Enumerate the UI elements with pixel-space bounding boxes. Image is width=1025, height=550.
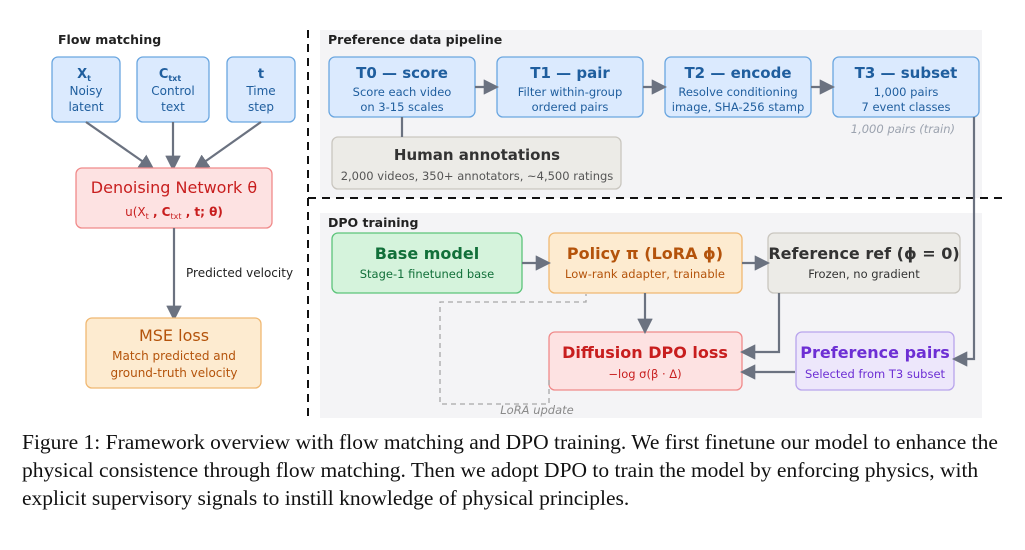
svg-text:Ctxt: Ctxt	[159, 67, 182, 83]
figure-caption: Figure 1: Framework overview with flow m…	[22, 430, 998, 510]
lora-update-label: LoRA update	[500, 403, 573, 417]
svg-text:Filter within-group: Filter within-group	[518, 85, 623, 99]
arrow-latent-to-network	[85, 121, 155, 170]
policy-lora: Policy π (LoRA ϕ) Low-rank adapter, trai…	[548, 232, 743, 294]
svg-text:ground-truth velocity: ground-truth velocity	[110, 366, 237, 380]
input-control-text: Ctxt Control text	[136, 56, 210, 123]
diffusion-dpo-loss: Diffusion DPO loss −log σ(β · Δ)	[548, 331, 743, 391]
svg-text:Match predicted and: Match predicted and	[112, 349, 236, 363]
svg-text:Noisy: Noisy	[69, 84, 102, 98]
dpo-title: DPO training	[328, 215, 418, 230]
svg-text:Frozen, no gradient: Frozen, no gradient	[808, 267, 920, 281]
svg-text:T0 — score: T0 — score	[356, 64, 448, 82]
arrow-time-to-network	[193, 121, 262, 170]
svg-text:Diffusion DPO loss: Diffusion DPO loss	[562, 343, 728, 362]
svg-text:Denoising Network θ: Denoising Network θ	[91, 178, 257, 197]
stage-t1-pair: T1 — pair Filter within-group ordered pa…	[496, 56, 644, 118]
svg-text:−log σ(β · Δ): −log σ(β · Δ)	[608, 367, 681, 381]
lora-update-loop	[439, 294, 587, 405]
svg-text:7 event classes: 7 event classes	[862, 100, 951, 114]
svg-text:latent: latent	[68, 100, 103, 114]
svg-text:Human annotations: Human annotations	[394, 146, 560, 164]
subset-note: 1,000 pairs (train)	[851, 122, 955, 136]
svg-text:Reference ref (ϕ = 0): Reference ref (ϕ = 0)	[768, 244, 959, 263]
stage-t0-score: T0 — score Score each video on 3-15 scal…	[328, 56, 476, 118]
svg-text:step: step	[248, 100, 274, 114]
arrow-reference-to-loss	[739, 293, 781, 360]
denoising-network: Denoising Network θ u(Xt , Ctxt , t; θ)	[75, 167, 273, 229]
arrow-t3-to-pairs	[951, 117, 976, 367]
svg-text:Resolve conditioning: Resolve conditioning	[678, 85, 797, 99]
svg-text:ordered pairs: ordered pairs	[532, 100, 609, 114]
svg-text:Stage-1 finetuned base: Stage-1 finetuned base	[360, 267, 495, 281]
svg-text:Base model: Base model	[375, 244, 479, 263]
human-annotations: Human annotations 2,000 videos, 350+ ann…	[331, 136, 622, 190]
svg-text:Xt: Xt	[77, 67, 91, 83]
svg-text:T1 — pair: T1 — pair	[530, 64, 610, 82]
framework-diagram: Flow matching Xt Noisy latent Ctxt Contr…	[51, 30, 1008, 420]
input-noisy-latent: Xt Noisy latent	[51, 56, 121, 123]
svg-text:image, SHA-256 stamp: image, SHA-256 stamp	[672, 100, 805, 114]
base-model: Base model Stage-1 finetuned base	[331, 232, 523, 294]
svg-text:Preference pairs: Preference pairs	[800, 343, 949, 362]
svg-text:Time: Time	[245, 84, 275, 98]
reference-model: Reference ref (ϕ = 0) Frozen, no gradien…	[767, 232, 961, 294]
svg-text:Score each video: Score each video	[353, 85, 452, 99]
stage-t2-encode: T2 — encode Resolve conditioning image, …	[664, 56, 812, 118]
svg-text:MSE loss: MSE loss	[139, 326, 209, 345]
svg-text:u(Xt , Ctxt , t; θ): u(Xt , Ctxt , t; θ)	[125, 205, 223, 221]
svg-text:Policy π (LoRA ϕ): Policy π (LoRA ϕ)	[567, 244, 723, 263]
input-time-step: t Time step	[226, 56, 296, 123]
svg-text:2,000 videos, 350+ annotators,: 2,000 videos, 350+ annotators, ~4,500 ra…	[341, 169, 614, 183]
svg-text:on 3-15 scales: on 3-15 scales	[360, 100, 443, 114]
predicted-velocity-label: Predicted velocity	[186, 266, 293, 280]
svg-text:T2 — encode: T2 — encode	[684, 64, 791, 82]
svg-text:T3 — subset: T3 — subset	[855, 64, 958, 82]
mse-loss: MSE loss Match predicted and ground-trut…	[85, 317, 262, 389]
svg-text:1,000 pairs: 1,000 pairs	[874, 85, 939, 99]
svg-text:t: t	[258, 67, 264, 82]
flow-matching-title: Flow matching	[58, 32, 161, 47]
svg-text:text: text	[161, 100, 185, 114]
svg-text:Selected from T3 subset: Selected from T3 subset	[805, 367, 946, 381]
pipeline-title: Preference data pipeline	[328, 32, 502, 47]
svg-text:Control: Control	[151, 84, 194, 98]
svg-text:Low-rank adapter, trainable: Low-rank adapter, trainable	[565, 267, 725, 281]
stage-t3-subset: T3 — subset 1,000 pairs 7 event classes	[832, 56, 980, 118]
preference-pairs: Preference pairs Selected from T3 subset	[795, 331, 955, 391]
